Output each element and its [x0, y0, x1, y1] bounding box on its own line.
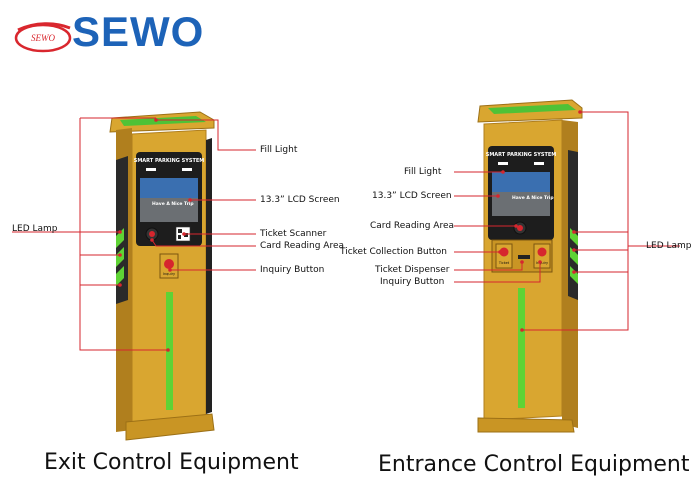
exit-label-lcd-screen: 13.3” LCD Screen	[260, 195, 340, 205]
entrance-dot-led-1	[572, 230, 576, 234]
exit-led-bar	[166, 292, 173, 410]
entrance-base	[477, 417, 575, 433]
exit-right-edge	[206, 138, 212, 414]
entrance-screen-text: Have A Nice Trip	[512, 195, 554, 201]
brand-name: SEWO	[72, 8, 205, 55]
exit-led-lamp-2	[116, 247, 124, 267]
exit-dot-scanner	[182, 232, 186, 236]
entrance-led-lamp-2	[570, 247, 578, 265]
entrance-led-lamp-1	[570, 228, 578, 246]
exit-label-inquiry-button: Inquiry Button	[260, 265, 325, 275]
entrance-label-ticket-collection: Ticket Collection Button	[340, 247, 448, 257]
sewo-logo: SEWO	[14, 22, 72, 53]
entrance-label-ticket-dispenser: Ticket Dispenser	[375, 265, 450, 275]
entrance-dot-canopy	[578, 110, 582, 114]
entrance-leader-inquiry	[454, 262, 541, 283]
exit-leader-dots	[118, 118, 192, 352]
exit-dot-led-1	[118, 230, 122, 234]
exit-inquiry-button-text: Inquiry	[163, 272, 175, 276]
entrance-label-led-lamp: LED Lamp	[646, 241, 692, 251]
entrance-leader-dispenser	[454, 262, 523, 271]
entrance-control-equipment: SMART PARKING SYSTEM Have A Nice Trip Ti…	[454, 99, 680, 433]
entrance-dot-dispenser	[520, 260, 524, 264]
exit-label-fill-light: Fill Light	[260, 145, 298, 155]
exit-label-card-reading: Card Reading Area	[260, 241, 345, 251]
exit-led-lamp-1	[116, 228, 124, 248]
entrance-fill-light-left	[498, 162, 508, 165]
entrance-dot-ticket-button	[498, 250, 502, 254]
entrance-label-lcd-screen: 13.3” LCD Screen	[372, 191, 452, 201]
exit-inquiry-button-icon	[164, 259, 174, 269]
exit-screen-title: SMART PARKING SYSTEM	[134, 158, 205, 164]
entrance-dot-card	[514, 224, 518, 228]
exit-dot-inquiry	[168, 268, 172, 272]
entrance-inquiry-button-text: Inquiry	[536, 261, 548, 265]
exit-lcd-image	[140, 198, 198, 222]
exit-dot-fill-light	[154, 118, 158, 122]
entrance-inquiry-button-icon	[537, 247, 547, 257]
entrance-dot-lcd	[496, 194, 500, 198]
entrance-led-lamp-3	[570, 266, 578, 284]
exit-base	[125, 413, 215, 441]
exit-dot-led-3	[118, 283, 122, 287]
entrance-caption: Entrance Control Equipment	[378, 452, 690, 477]
exit-caption: Exit Control Equipment	[44, 450, 299, 475]
entrance-fill-light-right	[534, 162, 544, 165]
exit-label-ticket-scanner: Ticket Scanner	[260, 229, 327, 239]
entrance-fill-light-panel	[488, 104, 576, 114]
exit-control-equipment: SMART PARKING SYSTEM Have A Nice Trip In…	[12, 111, 256, 441]
entrance-lcd-image	[492, 192, 550, 216]
entrance-ticket-collection-button-icon	[499, 247, 509, 257]
exit-dot-led-bar	[166, 348, 170, 352]
exit-leader-fill-light	[156, 119, 256, 151]
entrance-dot-led-3	[572, 270, 576, 274]
entrance-dot-fill-light	[501, 170, 505, 174]
entrance-label-card-reading: Card Reading Area	[370, 221, 455, 231]
entrance-leader-lines	[454, 111, 680, 331]
exit-dot-led-2	[118, 253, 122, 257]
exit-leader-led-trunk	[79, 118, 168, 351]
exit-fill-light-right	[182, 168, 192, 171]
exit-qr-code-icon	[178, 229, 188, 239]
entrance-card-reader-light-icon	[517, 225, 523, 231]
entrance-screen-title: SMART PARKING SYSTEM	[486, 152, 557, 158]
entrance-dot-led-2	[572, 248, 576, 252]
entrance-leader-dots	[496, 110, 582, 332]
exit-label-led-lamp: LED Lamp	[12, 224, 58, 234]
logo-emblem-text: SEWO	[31, 33, 55, 43]
exit-dot-card	[150, 238, 154, 242]
exit-card-reader-light-icon	[149, 231, 155, 237]
entrance-ticket-dispenser-slot	[518, 255, 530, 259]
exit-fill-light-left	[146, 168, 156, 171]
exit-leader-card	[151, 239, 256, 247]
exit-screen-text: Have A Nice Trip	[152, 201, 194, 207]
entrance-dot-led-bar	[520, 328, 524, 332]
entrance-label-fill-light: Fill Light	[404, 167, 442, 177]
entrance-label-inquiry-button: Inquiry Button	[380, 277, 445, 287]
exit-fill-light-panel	[120, 116, 206, 126]
entrance-dot-inquiry	[538, 260, 542, 264]
exit-dot-lcd	[188, 198, 192, 202]
exit-leader-lines	[12, 117, 256, 351]
exit-led-lamp-3	[116, 266, 124, 286]
logo-swoosh-icon	[17, 22, 71, 32]
entrance-leader-led-trunk	[522, 111, 629, 331]
entrance-led-bar	[518, 288, 525, 408]
entrance-ticket-button-text: Ticket	[498, 261, 510, 265]
